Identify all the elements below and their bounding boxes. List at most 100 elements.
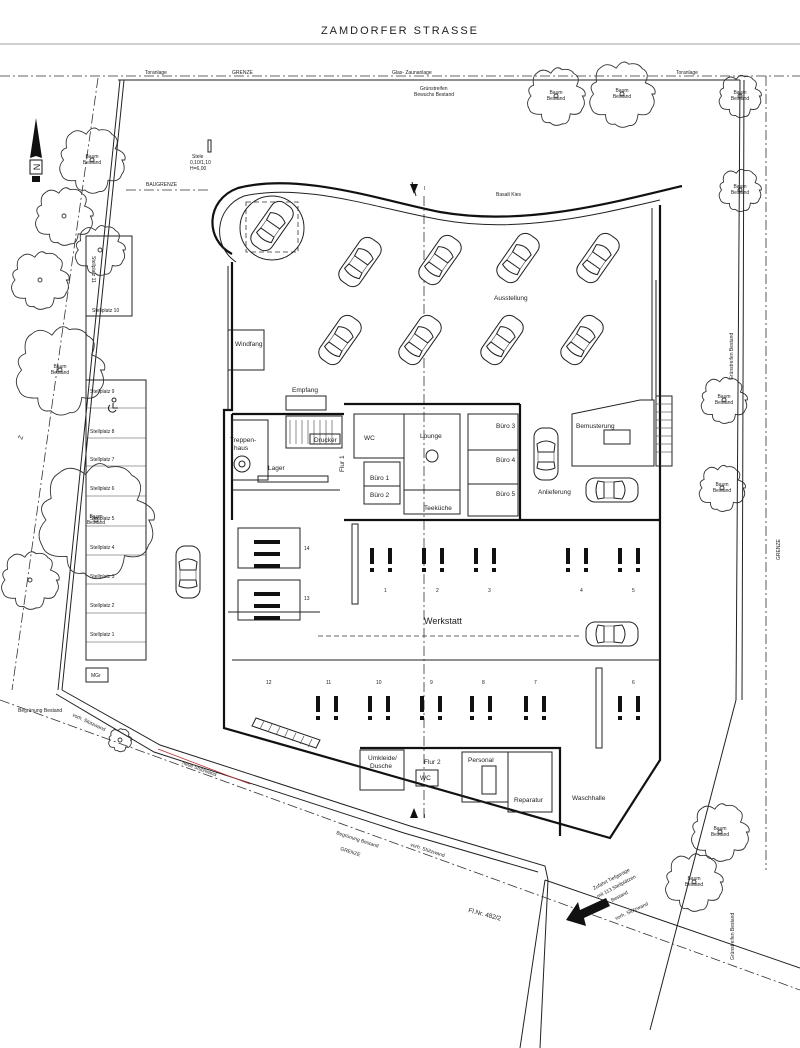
tree-label: Bestand xyxy=(711,832,730,838)
lift-post-icon xyxy=(254,540,280,544)
lounge-table xyxy=(425,449,439,463)
lift-post-icon xyxy=(370,548,374,564)
room-buero5: Büro 5 xyxy=(496,491,516,498)
tree-label: Baum xyxy=(53,364,66,370)
label-basalt-kies: Basalt Kies xyxy=(496,192,522,198)
mgr-box xyxy=(85,667,109,683)
parking-space-label: Stellplatz 2 xyxy=(90,603,115,609)
room-personal: Personal xyxy=(468,757,494,764)
lift-post-icon xyxy=(566,568,570,572)
room-buero4: Büro 4 xyxy=(496,457,516,464)
tree-icon xyxy=(74,225,126,276)
lift-post-icon xyxy=(636,716,640,720)
label-stuetzwand-vorh-1: vorh. Stützwand xyxy=(71,712,106,733)
tree-label: Baum xyxy=(549,90,562,96)
lift-bay-13 xyxy=(237,579,301,621)
buero3 xyxy=(467,413,519,451)
label-gruenstreifen: Grünstreifen xyxy=(420,86,448,92)
lift-post-icon xyxy=(386,716,390,720)
label-baugrenze: BAUGRENZE xyxy=(146,182,178,188)
label-toranlage-right: Toranlage xyxy=(676,70,698,76)
retaining-wall-new xyxy=(61,689,549,1048)
parking-space-label: Stellplatz 8 xyxy=(90,429,115,435)
lift-post-icon xyxy=(254,552,280,556)
room-flur1: Flur 1 xyxy=(339,455,346,472)
car-icon xyxy=(533,427,559,481)
label-toranlage-left: Toranlage xyxy=(145,70,167,76)
tree-label: Baum xyxy=(733,184,746,190)
tree-label: Bestand xyxy=(685,882,704,888)
bay-number: 12 xyxy=(266,680,272,686)
spiral-stair-core xyxy=(238,460,246,468)
showroom-curved-facade-inner xyxy=(219,191,661,263)
parking-space-label: Stellplatz 9 xyxy=(90,389,115,395)
lift-post-icon xyxy=(420,716,424,720)
lift-post-icon xyxy=(316,696,320,712)
lift-post-icon xyxy=(488,716,492,720)
lift-post-icon xyxy=(254,604,280,608)
parking-space-label: Stellplatz 7 xyxy=(90,457,115,463)
lift-post-icon xyxy=(254,564,280,568)
bemusterung-table xyxy=(603,429,631,445)
right-walk-3 xyxy=(741,79,745,701)
lift-post-icon xyxy=(470,716,474,720)
lift-post-icon xyxy=(492,548,496,564)
tree-label: Baum xyxy=(715,482,728,488)
lift-post-icon xyxy=(636,568,640,572)
room-drucker: Drucker xyxy=(314,437,338,444)
section-marker-top: I xyxy=(410,181,425,197)
building-outline xyxy=(222,205,662,840)
service-wing-wall xyxy=(360,746,562,836)
car-icon xyxy=(418,234,462,286)
turntable-frame xyxy=(245,201,299,253)
lift-post-icon xyxy=(618,716,622,720)
svg-text:N: N xyxy=(32,164,42,171)
tree-icon xyxy=(1,551,60,610)
bay-number: 2 xyxy=(436,588,439,594)
main-stair xyxy=(285,415,343,449)
room-treppenhaus-1: Treppen- xyxy=(230,437,256,444)
parking-space-label: Stellplatz 1 xyxy=(90,632,115,638)
lift-post-icon xyxy=(584,548,588,564)
lift-post-icon xyxy=(386,696,390,712)
room-lounge: Lounge xyxy=(420,433,442,440)
lift-post-icon xyxy=(438,716,442,720)
lift-post-icon xyxy=(524,696,528,712)
left-wall-1 xyxy=(57,79,121,691)
tree-label: Baum xyxy=(713,826,726,832)
lift-post-icon xyxy=(584,568,588,572)
room-flur2: Flur 2 xyxy=(424,759,441,766)
lift-post-icon xyxy=(368,716,372,720)
lift-post-icon xyxy=(618,548,622,564)
tree-label: Bestand xyxy=(87,520,106,526)
workshop-toolbench-2 xyxy=(595,667,603,749)
lift-post-icon xyxy=(474,548,478,564)
workshop-ramp xyxy=(251,717,321,749)
label-stele: Stele xyxy=(192,154,204,160)
bay-number: 6 xyxy=(632,680,635,686)
admin-wing-wall xyxy=(230,402,522,520)
drucker xyxy=(309,433,341,445)
right-walk-2 xyxy=(649,699,737,1031)
car-icon xyxy=(576,232,620,284)
lift-post-icon xyxy=(440,548,444,564)
tree-label: Baum xyxy=(687,876,700,882)
lift-post-icon xyxy=(470,696,474,712)
bay-number: 9 xyxy=(430,680,433,686)
bay-number: 1 xyxy=(384,588,387,594)
room-umkleide-1: Umkleide/ xyxy=(368,755,397,762)
car-icon xyxy=(585,477,639,503)
tree-label: Bestand xyxy=(83,160,102,166)
room-werkstatt: Werkstatt xyxy=(424,616,462,626)
label-mgr: MGr xyxy=(91,673,101,679)
bemusterung-room xyxy=(571,399,655,467)
lift-bay-14 xyxy=(237,527,301,569)
ramp-line xyxy=(519,879,800,1048)
room-reparatur: Reparatur xyxy=(514,797,544,804)
personal-table xyxy=(481,765,497,795)
lift-post-icon xyxy=(618,696,622,712)
lift-post-icon xyxy=(316,716,320,720)
